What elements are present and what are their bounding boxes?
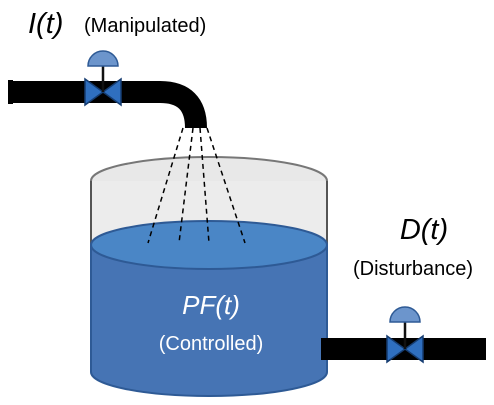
water-surface [90,220,328,270]
inflow-pipe-cap [8,80,13,104]
inflow-role: (Manipulated) [84,15,207,37]
disturbance-variable: D(t) [399,214,449,246]
inflow-pipe [10,81,207,129]
water-body [90,244,328,397]
controlled-variable: PF(t) [182,290,240,320]
actuator-icon [87,50,119,67]
spray-icon [147,127,246,244]
actuator-icon [389,306,421,323]
controlled-role: (Controlled) [158,333,264,355]
inflow-valve[interactable] [84,50,122,107]
disturbance-role: (Disturbance) [352,258,474,280]
inflow-variable: I(t) [28,8,64,40]
valve-icon [84,77,105,107]
outlet-valve[interactable] [386,306,424,364]
valve-icon [386,334,407,364]
